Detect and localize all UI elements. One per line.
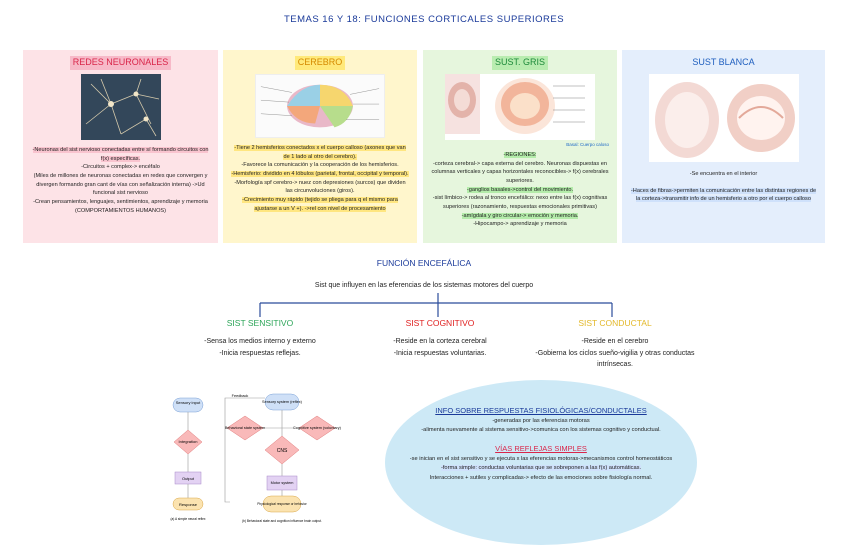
card-sust-gris: SUST. GRIS Basal: Cuerpo caloso -REGIONE… — [423, 50, 617, 243]
cerebro-p2: -Favorece la comunicación y la cooperaci… — [241, 162, 399, 169]
card-cerebro: CEREBRO -Tiene 2 hemisferios conectados … — [223, 50, 417, 243]
redes-heading: REDES NEURONALES — [69, 56, 172, 70]
sist-cognitivo-desc: -Reside en la corteza cerebral -Inicia r… — [360, 336, 520, 359]
b-sensory-label: Sensory system (reflex) — [262, 400, 303, 404]
sist-sensitivo-desc: -Sensa los medios interno y externo -Ini… — [180, 336, 340, 359]
funcion-heading: FUNCIÓN ENCEFÁLICA — [376, 258, 472, 268]
white-matter-image — [648, 73, 799, 162]
cerebro-p5: -Crecimiento muy rápido (tejido se plieg… — [242, 196, 398, 212]
cerebro-p1: -Tiene 2 hemisferios conectados x el cue… — [234, 144, 406, 160]
gris-caption: Basal: Cuerpo caloso — [566, 141, 609, 147]
card-sust-blanca: SUST BLANCA -Se encuentra en el interior… — [622, 50, 825, 243]
b-behavioral-label: Behavioral state system — [225, 426, 265, 430]
blanca-heading: SUST BLANCA — [692, 57, 755, 67]
sist-sensitivo-heading: SIST SENSITIVO — [226, 318, 294, 328]
redes-p3: (Miles de millones de neuronas conectada… — [33, 172, 208, 197]
cerebro-heading: CEREBRO — [294, 56, 346, 70]
tree-connector — [259, 293, 613, 317]
card-redes-neuronales: REDES NEURONALES -Neuronas del sist nerv… — [23, 50, 218, 243]
gray-matter-image — [445, 73, 595, 140]
a-integration-label: Integration — [179, 439, 198, 444]
cognitivo-line-2: -Inicia respuestas voluntarias. — [393, 349, 487, 357]
cognitivo-line-1: -Reside en la corteza cerebral — [393, 338, 487, 345]
gris-heading: SUST. GRIS — [491, 56, 548, 70]
vias-line-1: -se inician en el sist sensitivo y se ej… — [409, 456, 673, 463]
vias-line-2: -forma simple: conductas voluntarias que… — [440, 465, 642, 472]
sist-conductal-desc: -Reside en el cerebro -Gobierna los cicl… — [522, 336, 708, 371]
b-feedback-label: Feedback — [232, 394, 249, 398]
blanca-p1: -Se encuentra en el interior — [689, 170, 758, 177]
sist-conductal-heading: SIST CONDUCTAL — [578, 318, 652, 328]
neuron-image — [80, 73, 161, 140]
info-oval — [385, 380, 697, 545]
conductal-line-2: -Gobierna los ciclos sueño-vigilia y otr… — [535, 349, 695, 369]
cerebro-p3: -Hemisferio: dividido en 4 lóbulos (pari… — [231, 170, 409, 177]
sensitivo-line-1: -Sensa los medios interno y externo — [204, 338, 316, 345]
a-response-label: Response — [179, 502, 198, 507]
gris-regiones: -REGIONES: — [503, 151, 537, 158]
b-cognitive-label: Cognitive system (voluntary) — [293, 426, 342, 430]
gris-r1: -corteza cerebral-> capa externa del cer… — [431, 160, 609, 184]
b-motor-label: Motor system — [271, 481, 294, 485]
b-cns-label: CNS — [277, 448, 288, 454]
cerebro-p4: -Morfología spf cerebro-> nuez con depre… — [234, 179, 406, 195]
gris-r3: -sist límbico-> rodea al tronco encefáli… — [432, 195, 608, 210]
reflex-diagram: Sensory input Integration Output Respons… — [165, 392, 365, 532]
brain-lobes-image — [255, 73, 385, 138]
page-title: TEMAS 16 Y 18: FUNCIONES CORTICALES SUPE… — [283, 14, 565, 25]
a-output-label: Output — [182, 476, 195, 481]
gris-r4: -amígdala y giro circular-> emoción y me… — [461, 212, 579, 219]
gris-r2: -ganglios basales->control del movimient… — [466, 186, 574, 193]
sensitivo-line-2: -Inicia respuestas reflejas. — [219, 349, 301, 357]
info-line-1: -generadas por las eferencias motoras — [492, 418, 590, 424]
a-caption: (a) A simple neural reflex — [170, 517, 205, 521]
a-sensory-label: Sensory input — [176, 400, 201, 405]
vias-heading: VÍAS REFLEJAS SIMPLES — [495, 444, 587, 454]
info-line-2: -alimenta nuevamente al sistema sensitiv… — [421, 427, 661, 434]
conductal-line-1: -Reside en el cerebro — [581, 338, 649, 345]
vias-line-3: Interacciones + sutiles y complicadas-> … — [429, 474, 653, 481]
info-heading: INFO SOBRE RESPUESTAS FISIOLÓGICAS/CONDU… — [435, 406, 647, 415]
redes-p4: -Crean pensamientos, lenguajes, sentimie… — [33, 198, 208, 214]
b-physio-label: Physiological response or behavior — [257, 502, 307, 506]
gris-r5: -Hipocampo-> aprendizaje y memoria — [473, 221, 567, 228]
info-panel: INFO SOBRE RESPUESTAS FISIOLÓGICAS/CONDU… — [395, 405, 687, 483]
funcion-subtitle: Sist que influyen en las eferencias de l… — [314, 282, 534, 289]
redes-p1: -Neuronas del sist nervioso conectadas e… — [32, 146, 209, 162]
sist-cognitivo-heading: SIST COGNITIVO — [405, 318, 475, 328]
b-caption: (b) Behavioral state and cognition influ… — [242, 519, 322, 523]
blanca-p2: -Haces de fibras->permiten la comunicaci… — [630, 187, 817, 203]
redes-p2: -Circuitos + complex-> encéfalo — [81, 164, 160, 171]
